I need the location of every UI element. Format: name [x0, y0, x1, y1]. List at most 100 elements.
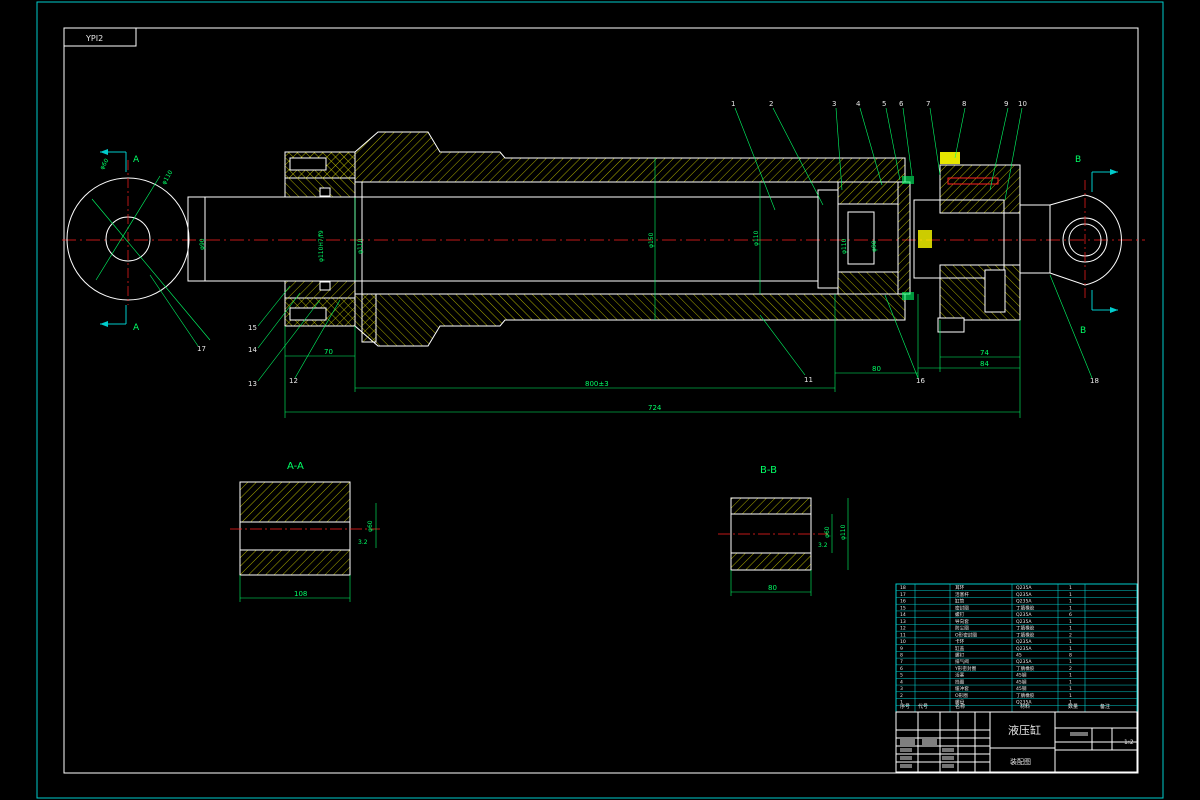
bom-cell-material: Q235A — [1016, 585, 1032, 591]
bom-cell-qty: 1 — [1069, 693, 1072, 699]
section-aa-title: A-A — [287, 461, 304, 472]
end-cap — [913, 152, 1051, 333]
bom-cell-material: Q235A — [1016, 659, 1032, 665]
bom-cell-no: 8 — [900, 653, 903, 659]
bom-cell-material: Q235A — [1016, 619, 1032, 625]
bom-cell-name: 防尘圈 — [955, 625, 969, 632]
bom-col-material: 材料 — [1020, 703, 1030, 710]
bom-cell-material: Q235A — [1016, 592, 1032, 598]
bom-cell-no: 16 — [900, 599, 906, 605]
outer-frame — [36, 1, 1164, 799]
sheet-code: YPI2 — [85, 34, 103, 43]
balloon: 17 — [197, 345, 206, 353]
bom-cell-name: 排气阀 — [955, 658, 969, 665]
dim-stroke: 800±3 — [585, 380, 609, 388]
svg-text:φ110: φ110 — [841, 238, 848, 254]
svg-text:φ60: φ60 — [367, 520, 374, 532]
svg-text:A: A — [133, 323, 140, 333]
section-mark-a: A A — [100, 149, 140, 333]
bom-cell-material: Q235A — [1016, 612, 1032, 618]
dim-74: 74 — [980, 349, 989, 357]
bom-col-code: 代号 — [918, 703, 928, 710]
guide-sleeve — [284, 151, 356, 327]
bom-cell-qty: 8 — [1069, 653, 1072, 659]
balloon: 2 — [769, 100, 773, 108]
bom-cell-qty: 1 — [1069, 626, 1072, 632]
dimension-values: 70 800±3 80 74 84 724 — [324, 348, 989, 412]
bom-cell-no: 13 — [900, 619, 906, 625]
dim-80: 80 — [872, 365, 881, 373]
section-bb-title: B-B — [760, 465, 777, 476]
bom-cell-material: 丁腈橡胶 — [1016, 625, 1035, 632]
balloon: 13 — [248, 380, 257, 388]
balloon: 12 — [289, 377, 298, 385]
drawing-name: 液压缸 — [1008, 723, 1041, 737]
svg-text:B: B — [1075, 155, 1081, 165]
bom-cell-material: 丁腈橡胶 — [1016, 665, 1035, 672]
svg-text:A: A — [133, 155, 140, 165]
bom-cell-qty: 1 — [1069, 700, 1072, 706]
bom-cell-name: 缸筒 — [955, 598, 965, 605]
bom-cell-no: 3 — [900, 686, 903, 692]
bom-cell-material: 45钢 — [1016, 672, 1027, 679]
inner-frame — [63, 27, 1139, 774]
balloon: 16 — [916, 377, 925, 385]
balloon: 6 — [899, 100, 904, 108]
bom-col-remark: 备注 — [1100, 703, 1110, 710]
sheet-code-box — [63, 27, 137, 47]
bom-cell-name: 卡环 — [955, 638, 965, 645]
bom-cell-no: 14 — [900, 612, 906, 618]
svg-text:φ110: φ110 — [840, 524, 847, 540]
bom-cell-no: 11 — [900, 632, 906, 638]
dim-84: 84 — [980, 360, 989, 368]
balloon: 8 — [962, 100, 966, 108]
balloon: 7 — [926, 100, 930, 108]
bom-cell-qty: 1 — [1069, 605, 1072, 611]
bom-cell-qty: 2 — [1069, 632, 1072, 638]
bom-col-no: 序号 — [900, 703, 910, 710]
bom-cell-material: Q235A — [1016, 646, 1032, 652]
dim-overall: 724 — [648, 404, 662, 412]
svg-text:φ110H7/f9: φ110H7/f9 — [318, 230, 325, 262]
bom-cell-qty: 1 — [1069, 619, 1072, 625]
svg-text:φ90: φ90 — [199, 238, 206, 250]
bom-cell-qty: 1 — [1069, 686, 1072, 692]
bom-cell-no: 10 — [900, 639, 906, 645]
balloon: 4 — [856, 100, 861, 108]
bom-cell-no: 15 — [900, 605, 906, 611]
bom-cell-qty: 2 — [1069, 666, 1072, 672]
bom-cell-material: 丁腈橡胶 — [1016, 604, 1035, 611]
bom-cell-name: 活塞 — [955, 672, 965, 679]
balloon: 14 — [248, 346, 257, 354]
section-mark-b: B B — [1075, 155, 1118, 336]
cylinder-barrel: φ150 φ110 φ110 φ110H7/f9 — [284, 131, 906, 347]
bom-cell-name: 导向套 — [955, 618, 969, 625]
bom-cell-name: 挡圈 — [955, 678, 965, 685]
svg-text:φ60: φ60 — [824, 526, 831, 538]
bom-cell-qty: 1 — [1069, 679, 1072, 685]
balloon: 10 — [1018, 100, 1027, 108]
svg-text:φ110: φ110 — [161, 169, 175, 186]
bom-col-qty: 数量 — [1068, 703, 1078, 710]
bom-cell-qty: 1 — [1069, 673, 1072, 679]
balloon: 3 — [832, 100, 836, 108]
bom-cell-material: 丁腈橡胶 — [1016, 692, 1035, 699]
bom-cell-name: 螺母 — [955, 699, 965, 706]
bom-cell-no: 18 — [900, 585, 906, 591]
bom-cell-name: 缸盖 — [955, 645, 965, 652]
bom-cell-qty: 1 — [1069, 599, 1072, 605]
balloon: 5 — [882, 100, 886, 108]
bom-cell-qty: 1 — [1069, 592, 1072, 598]
bom-cell-material: Q235A — [1016, 700, 1032, 706]
dim-70: 70 — [324, 348, 333, 356]
svg-text:B: B — [1080, 326, 1086, 336]
section-bb-view: B-B 80 φ60 φ110 3.2 — [718, 465, 849, 596]
svg-text:φ110: φ110 — [753, 230, 760, 246]
bom-cell-no: 4 — [900, 679, 903, 685]
bom-cell-material: 45钢 — [1016, 685, 1027, 692]
bom-cell-name: 缓冲套 — [955, 685, 969, 692]
rod-eye-left: φ60 φ110 — [66, 157, 211, 341]
svg-text:φ150: φ150 — [648, 232, 655, 248]
